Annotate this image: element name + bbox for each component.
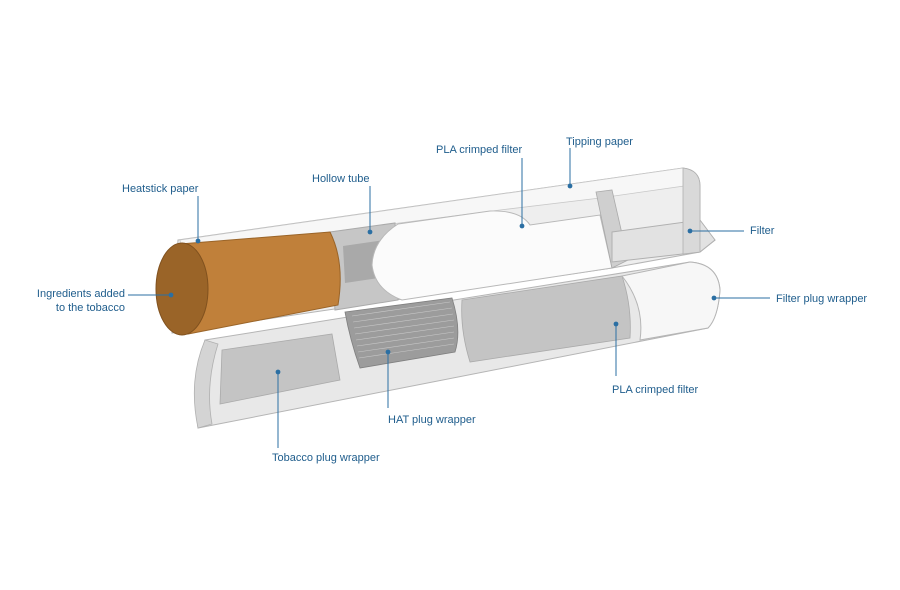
hat-plug-hatching xyxy=(351,301,455,359)
tobacco-plug-wrapper-core xyxy=(219,333,341,405)
tobacco-plug-body xyxy=(179,231,341,335)
label-ingredients-line1: Ingredients added xyxy=(37,288,125,300)
hat-plug-core xyxy=(344,297,459,369)
labels: Heatstick paper Hollow tube PLA crimped … xyxy=(37,136,868,464)
label-ingredients-line2: to the tobacco xyxy=(56,302,125,314)
filter-end-face xyxy=(682,167,701,255)
pla-crimped-filter-top-body xyxy=(371,210,613,301)
label-tipping-paper: Tipping paper xyxy=(566,136,633,148)
filter-plug-wrapper-section xyxy=(621,261,721,341)
label-heatstick-paper: Heatstick paper xyxy=(122,183,199,195)
lower-tube-front-rim xyxy=(193,339,219,429)
label-pla-crimped-filter-bottom: PLA crimped filter xyxy=(612,384,699,396)
pla-crimped-filter-bottom-core xyxy=(461,275,631,363)
label-filter-plug-wrapper: Filter plug wrapper xyxy=(776,293,867,305)
tobacco-plug xyxy=(155,231,341,336)
label-hollow-tube: Hollow tube xyxy=(312,173,369,185)
lower-cylinder xyxy=(193,261,721,429)
label-filter: Filter xyxy=(750,225,775,237)
tobacco-plug-end xyxy=(155,242,209,336)
label-pla-crimped-filter-top: PLA crimped filter xyxy=(436,144,523,156)
label-hat-plug-wrapper: HAT plug wrapper xyxy=(388,414,476,426)
leaders xyxy=(128,148,770,448)
label-tobacco-plug-wrapper: Tobacco plug wrapper xyxy=(272,452,380,464)
